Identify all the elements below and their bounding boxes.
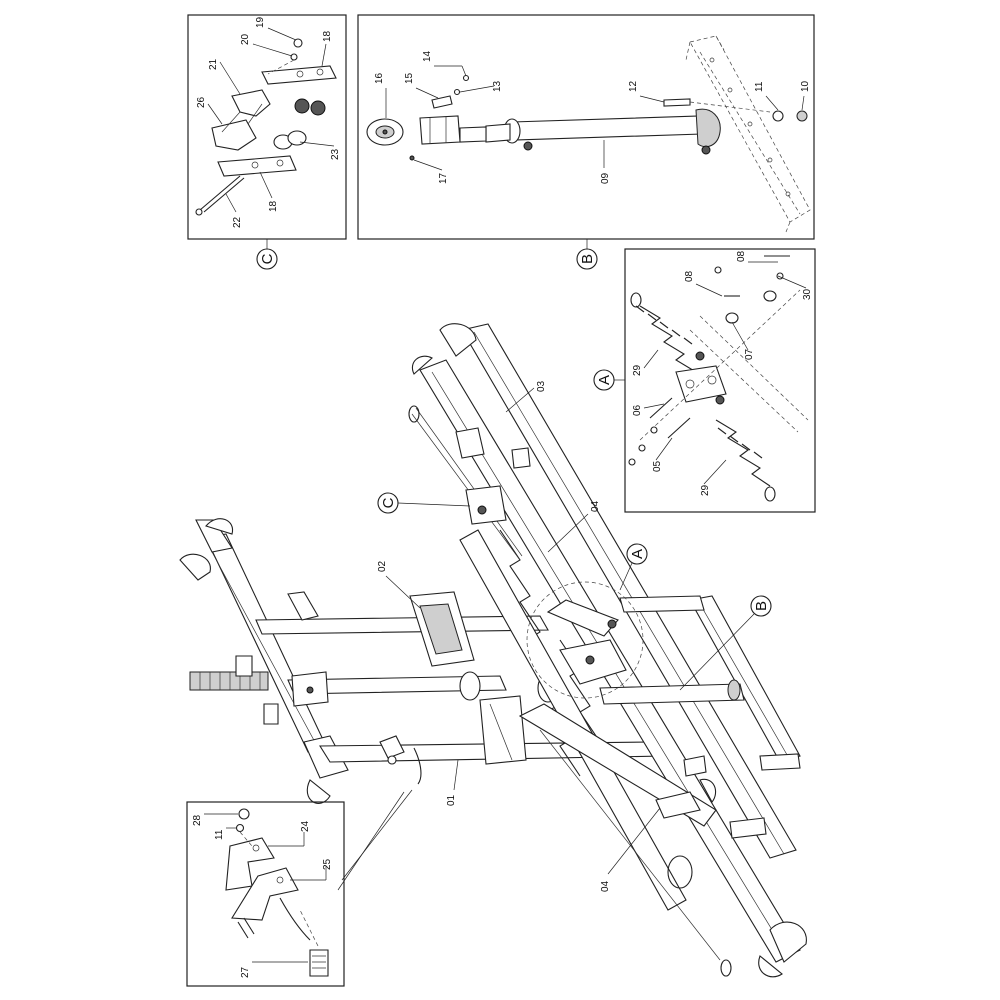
- coil-spring: [189, 671, 269, 691]
- clevis: [419, 115, 461, 145]
- label-23: 23: [330, 148, 341, 160]
- label-08-b: 08: [684, 270, 695, 282]
- pin: [431, 95, 453, 109]
- arm-04-upper: [459, 529, 687, 911]
- label-17: 17: [438, 172, 449, 184]
- pull-ring: [667, 855, 693, 889]
- label-05: 05: [652, 460, 663, 472]
- callout-c-label: C: [259, 253, 276, 264]
- detail-b-frame: [357, 14, 815, 240]
- cable-lower: [539, 729, 721, 961]
- channel-outline: [689, 35, 811, 223]
- label-07: 07: [744, 348, 755, 360]
- bracket-lower: [231, 867, 299, 921]
- label-03: 03: [536, 380, 547, 392]
- label-15: 15: [404, 72, 415, 84]
- washer-small: [290, 53, 298, 61]
- label-06: 06: [632, 404, 643, 416]
- lower-frame: [599, 595, 801, 771]
- label-27: 27: [240, 966, 251, 978]
- bolt: [667, 417, 691, 439]
- link-plate: [675, 365, 727, 403]
- bolt: [663, 98, 691, 107]
- label-16: 16: [374, 72, 385, 84]
- washer: [235, 823, 245, 833]
- detail-a-frame: [624, 248, 816, 513]
- label-02: 02: [377, 560, 388, 572]
- label-08-a: 08: [736, 250, 747, 262]
- callout-c-main-label: C: [380, 497, 397, 508]
- detail-a-region-circle: [526, 581, 644, 699]
- bushing: [763, 290, 777, 302]
- label-21: 21: [208, 58, 219, 70]
- callout-a-panel-label: A: [596, 375, 613, 385]
- detail-a-panel: 08 08 30 29 07 06 05 29 A: [593, 248, 816, 513]
- label-04-upper: 04: [590, 500, 601, 512]
- label-25: 25: [322, 858, 333, 870]
- cross-tube-lower: [287, 675, 507, 695]
- label-24: 24: [300, 820, 311, 832]
- washer: [294, 98, 310, 114]
- callout-a-main-label: A: [629, 549, 646, 559]
- callout-c-top: C: [256, 239, 278, 270]
- callout-b-main-label: B: [753, 601, 770, 611]
- detail-hitch-frame: [186, 801, 345, 987]
- label-29-a: 29: [632, 364, 643, 376]
- bracket-plate-bottom: [217, 155, 297, 177]
- end-flange: [695, 108, 721, 148]
- callout-b-top: B: [576, 239, 598, 270]
- bolt: [309, 949, 329, 977]
- callout-b-label: B: [579, 254, 596, 264]
- label-13: 13: [492, 80, 503, 92]
- washer: [310, 100, 326, 116]
- label-20: 20: [240, 33, 251, 45]
- label-11-hitch: 11: [214, 829, 225, 840]
- label-29-b: 29: [700, 484, 711, 496]
- cable-upper: [411, 413, 521, 561]
- disc: [287, 130, 307, 146]
- bracket-upper: [225, 837, 275, 891]
- clamp-block-lower: [211, 119, 257, 151]
- arm-04-cross: [518, 703, 717, 827]
- label-01: 01: [446, 794, 457, 806]
- label-28: 28: [192, 814, 203, 826]
- roller: [459, 671, 481, 701]
- label-04-lower: 04: [600, 880, 611, 892]
- label-22: 22: [232, 216, 243, 228]
- long-bolt: [199, 175, 241, 211]
- label-26: 26: [196, 96, 207, 108]
- label-11: 11: [754, 81, 765, 92]
- detail-hitch-panel: 28 11 24 25 27: [186, 801, 345, 987]
- bracket-plate-top: [261, 65, 337, 85]
- label-12: 12: [628, 80, 639, 92]
- detail-c-panel: 19 20 18 21 26 23 18 22: [187, 14, 347, 240]
- frame-left-upright: [179, 518, 349, 804]
- label-18b: 18: [268, 200, 279, 212]
- nut: [796, 110, 808, 122]
- label-14: 14: [422, 50, 433, 62]
- label-18: 18: [322, 30, 333, 42]
- label-09: 09: [600, 172, 611, 184]
- main-assembly: 03 02 04 04 01 C A B: [179, 323, 807, 978]
- clamp-block-upper: [231, 89, 271, 117]
- spring-upper: [630, 292, 697, 373]
- label-10: 10: [800, 80, 811, 92]
- bushing: [725, 312, 739, 324]
- washer: [772, 110, 784, 122]
- cylinder-tube: [511, 115, 703, 141]
- bolt: [649, 397, 673, 419]
- spring-lower: [715, 419, 776, 502]
- nut: [293, 38, 303, 48]
- label-30: 30: [802, 288, 813, 300]
- detail-b-panel: 14 16 15 13 12 11 10 17 09: [357, 14, 815, 240]
- label-19: 19: [255, 16, 266, 28]
- nut: [238, 808, 250, 820]
